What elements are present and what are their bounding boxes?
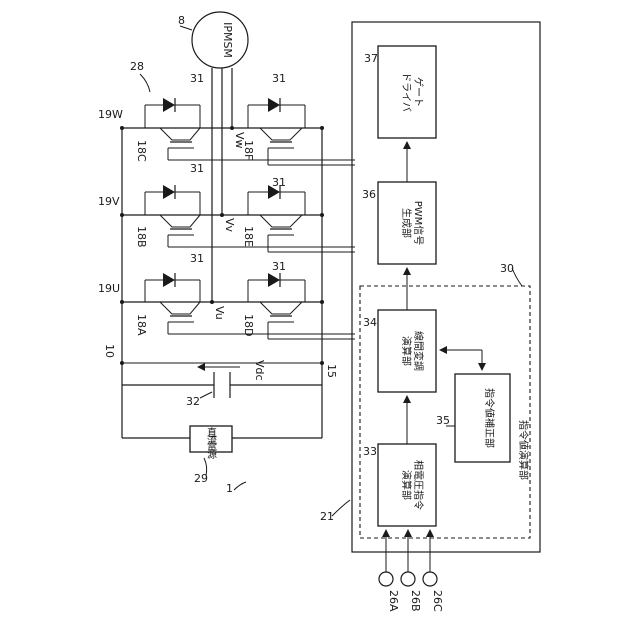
corr-ref: 35 (436, 414, 450, 427)
controller-ref: 21 (320, 510, 334, 523)
diode-v1-ref: 31 (190, 162, 204, 175)
motor-label: IPMSM (221, 22, 234, 58)
gate-driver-l1: ゲート (412, 77, 424, 107)
gate-driver-l2: ドライバ (400, 72, 412, 112)
pwm-l1: PWM信号 (412, 201, 424, 246)
bus-pos-label: 10 (103, 344, 116, 358)
phase-cmd-ref: 33 (363, 445, 377, 458)
diode-u-high (163, 273, 175, 287)
vw-label: Vw (233, 132, 246, 149)
arm-u-label: 19U (98, 282, 120, 295)
arm-v-label: 19V (98, 195, 120, 208)
motor: IPMSM 8 (178, 12, 248, 68)
gate-driver-ref: 37 (364, 52, 378, 65)
diode-w2-ref: 31 (272, 72, 286, 85)
leg-v (122, 185, 355, 252)
pwm-l2: 生成部 (400, 208, 413, 238)
arm-w-label: 19W (98, 108, 123, 121)
command-calc-label: 指令値演算部 (517, 420, 530, 480)
phase-cmd-l2: 演算部 (400, 470, 413, 500)
diode-w-low (268, 98, 280, 112)
switch-18c-label: 18C (135, 140, 148, 162)
mod-l1: 線間変調 (412, 331, 425, 371)
diode-w1-ref: 31 (190, 72, 204, 85)
capacitor-ref: 32 (186, 395, 200, 408)
switch-18e-label: 18E (242, 226, 255, 247)
corr-l1: 指令値補正部 (483, 388, 496, 448)
bus-neg-label: 15 (325, 364, 338, 378)
input-c-label: 26C (431, 590, 444, 612)
diode-v2-ref: 31 (272, 176, 286, 189)
system-ref: 1 (226, 482, 233, 495)
vu-label: Vu (213, 306, 226, 320)
input-c-terminal (423, 572, 437, 586)
pwm-ref: 36 (362, 188, 376, 201)
switch-18a-label: 18A (135, 314, 148, 336)
diode-u2-ref: 31 (272, 260, 286, 273)
diode-w-high (163, 98, 175, 112)
vv-label: Vv (223, 218, 236, 233)
leg-u (122, 273, 355, 339)
diode-u-low (268, 273, 280, 287)
input-a-terminal (379, 572, 393, 586)
inverter-ref: 28 (130, 60, 144, 73)
correction-block (455, 374, 510, 462)
motor-ref: 8 (178, 14, 185, 27)
dc-source-l4: 源 (207, 448, 217, 461)
mod-l2: 演算部 (400, 336, 413, 366)
input-b-terminal (401, 572, 415, 586)
capacitor (122, 372, 322, 398)
phase-cmd-l1: 相電圧指令 (412, 460, 425, 510)
input-b-label: 26B (409, 590, 422, 612)
diode-u1-ref: 31 (190, 252, 204, 265)
switch-18d-label: 18D (242, 314, 255, 336)
mod-ref: 34 (363, 316, 377, 329)
vdc-label: Vdc (253, 360, 266, 381)
input-a-label: 26A (387, 590, 400, 612)
switch-18b-label: 18B (135, 226, 148, 248)
diode-v-high (163, 185, 175, 199)
